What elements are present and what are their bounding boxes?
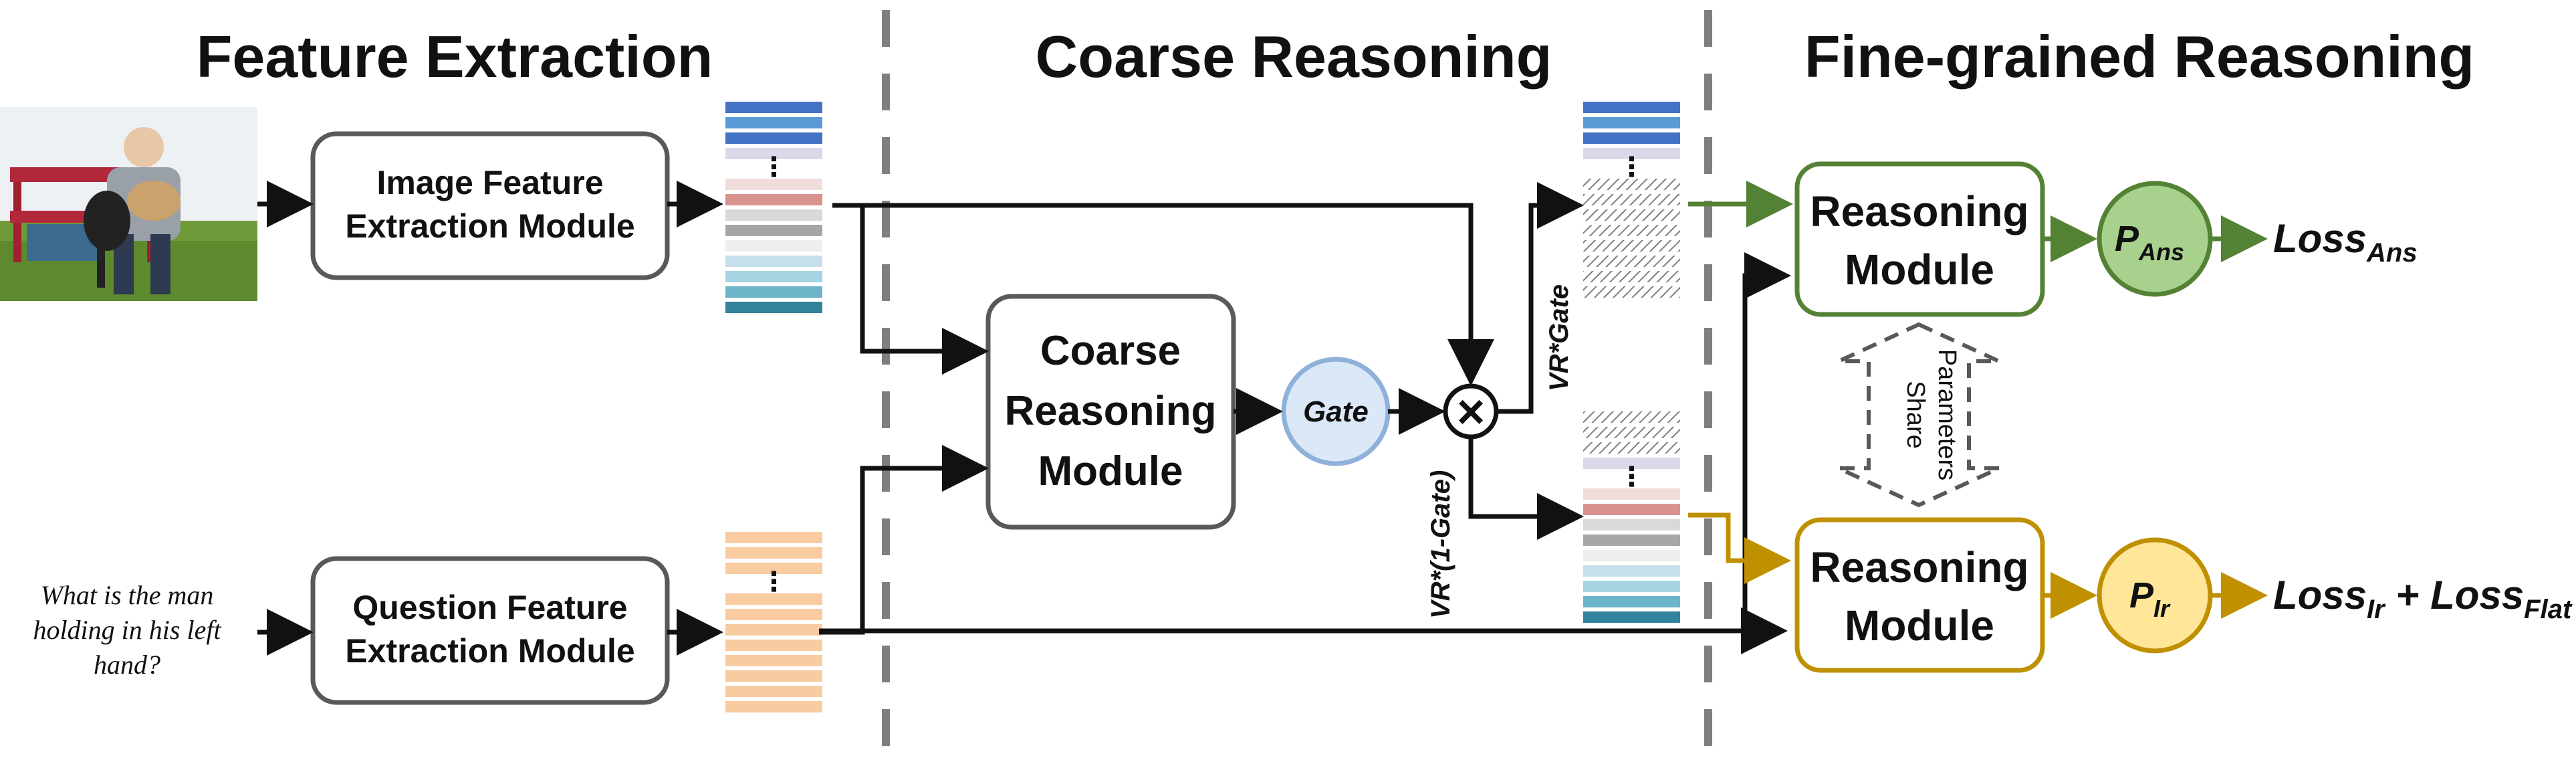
- residual-feature-stripe: [1583, 611, 1680, 623]
- question-feature-extraction-module: [310, 556, 670, 705]
- gated-feature-stripe: [1583, 132, 1680, 144]
- gated-feature-stripe: [1583, 102, 1680, 113]
- question-feature-stripe: [725, 640, 822, 651]
- question-text-line1: What is the man: [41, 580, 214, 610]
- gated-feature-stripe: [1583, 225, 1680, 236]
- question-text-line2: holding in his left: [33, 615, 221, 645]
- title-feature-extraction: Feature Extraction: [197, 23, 713, 90]
- gated-visual-feature-vector: ⋮: [1583, 102, 1680, 298]
- image-feature-stripe: [725, 117, 822, 128]
- title-coarse-reasoning: Coarse Reasoning: [1036, 23, 1552, 90]
- residual-feature-ellipsis: ⋮: [1619, 462, 1645, 492]
- residual-feature-stripe: [1583, 442, 1680, 454]
- reasoning-bottom-label-line1: Reasoning: [1810, 543, 2028, 591]
- image-module-label-line1: Image Feature: [376, 164, 603, 201]
- gated-feature-stripe: [1583, 286, 1680, 298]
- residual-feature-stripe: [1583, 488, 1680, 500]
- question-text-line3: hand?: [94, 650, 160, 680]
- image-feature-ellipsis: ⋮: [761, 153, 788, 182]
- image-module-label-line2: Extraction Module: [345, 207, 634, 245]
- gated-feature-stripe: [1583, 194, 1680, 205]
- edge-label-vr-gate: VR*Gate: [1544, 284, 1574, 391]
- question-feature-stripe: [725, 563, 822, 574]
- image-feature-stripe: [725, 132, 822, 144]
- question-feature-stripe: [725, 701, 822, 712]
- p-ans-label: PAns: [2115, 219, 2184, 266]
- residual-visual-feature-vector: ⋮: [1583, 411, 1680, 623]
- image-feature-stripe: [725, 286, 822, 298]
- question-feature-stripe: [725, 547, 822, 559]
- edge-label-vr-one-minus-gate: VR*(1-Gate): [1426, 470, 1455, 619]
- connector-gold: [1688, 512, 1791, 584]
- reasoning-top-label-line1: Reasoning: [1810, 187, 2028, 235]
- multiply-symbol: ×: [1457, 385, 1485, 439]
- question-feature-stripe: [725, 624, 822, 636]
- share-parameters-label-line1: Share: [1901, 381, 1929, 448]
- question-feature-stripe: [725, 670, 822, 682]
- gated-feature-stripe: [1583, 148, 1680, 159]
- title-fine-grained-reasoning: Fine-grained Reasoning: [1804, 23, 2474, 90]
- residual-feature-stripe: [1583, 504, 1680, 515]
- gated-feature-ellipsis: ⋮: [1619, 153, 1645, 182]
- image-feature-stripe: [725, 240, 822, 252]
- gated-feature-stripe: [1583, 256, 1680, 267]
- question-module-label-line1: Question Feature: [352, 589, 627, 626]
- loss-ans-label: LossAns: [2273, 216, 2418, 268]
- share-parameters-arrow: [1837, 322, 2000, 508]
- residual-feature-stripe: [1583, 550, 1680, 561]
- residual-feature-stripe: [1583, 411, 1680, 423]
- input-photo: [0, 107, 257, 301]
- reasoning-bottom-label-line2: Module: [1845, 601, 1994, 650]
- connectors-black: [257, 181, 1791, 656]
- residual-feature-stripe: [1583, 581, 1680, 592]
- image-feature-stripe: [725, 225, 822, 236]
- coarse-module-label-line2: Reasoning: [1005, 388, 1217, 434]
- gated-feature-stripe: [1583, 209, 1680, 221]
- image-feature-stripe: [725, 209, 822, 221]
- share-parameters-label-line2: Parameters: [1933, 349, 1961, 480]
- image-feature-stripe: [725, 102, 822, 113]
- residual-feature-stripe: [1583, 596, 1680, 607]
- loss-ir-flat-label: LossIr + LossFlat: [2273, 573, 2573, 624]
- question-module-label-line2: Extraction Module: [345, 632, 634, 670]
- gated-feature-stripe: [1583, 117, 1680, 128]
- question-feature-stripe: [725, 655, 822, 666]
- image-feature-stripe: [725, 256, 822, 267]
- gate-label: Gate: [1303, 395, 1369, 428]
- question-feature-stripe: [725, 609, 822, 620]
- question-feature-stripe: [725, 532, 822, 543]
- gated-feature-stripe: [1583, 240, 1680, 252]
- image-feature-stripe: [725, 179, 822, 190]
- image-feature-stripe: [725, 194, 822, 205]
- coarse-module-label-line3: Module: [1038, 448, 1183, 494]
- image-feature-vector: ⋮: [725, 102, 822, 313]
- coarse-module-label-line1: Coarse: [1040, 328, 1181, 374]
- image-feature-stripe: [725, 148, 822, 159]
- reasoning-top-label-line2: Module: [1845, 246, 1994, 294]
- residual-feature-stripe: [1583, 535, 1680, 546]
- residual-feature-stripe: [1583, 427, 1680, 438]
- residual-feature-stripe: [1583, 519, 1680, 531]
- question-feature-vector: ⋮: [725, 532, 822, 712]
- question-feature-stripe: [725, 686, 822, 697]
- question-feature-ellipsis: ⋮: [761, 567, 788, 597]
- image-feature-stripe: [725, 271, 822, 282]
- image-feature-extraction-module: [310, 131, 670, 280]
- p-ir-label: PIr: [2129, 575, 2171, 622]
- question-feature-stripe: [725, 593, 822, 605]
- gated-feature-stripe: [1583, 271, 1680, 282]
- image-feature-stripe: [725, 302, 822, 313]
- residual-feature-stripe: [1583, 458, 1680, 469]
- gated-feature-stripe: [1583, 179, 1680, 190]
- residual-feature-stripe: [1583, 565, 1680, 577]
